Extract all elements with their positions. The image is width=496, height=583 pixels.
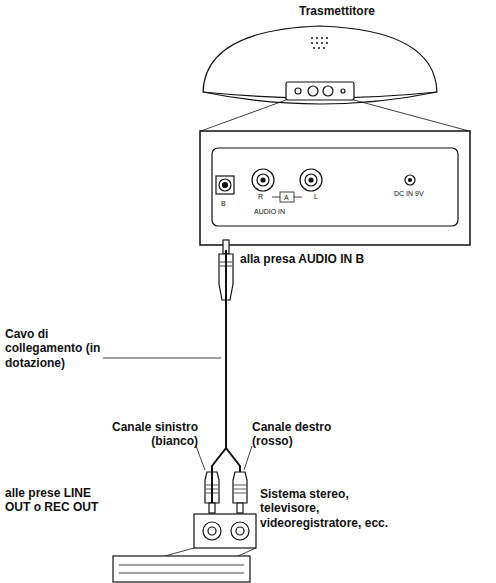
device-caption: Sistema stereo, televisore, videoregistr… <box>260 487 410 530</box>
device: Sistema stereo, televisore, videoregistr… <box>113 503 256 582</box>
jack-panel <box>194 514 256 548</box>
panel <box>212 148 458 226</box>
line-out-jack <box>203 522 221 540</box>
channel-letter: R <box>258 193 263 200</box>
device-body <box>113 556 250 582</box>
input-letter: A <box>284 194 289 201</box>
connection-cable <box>212 250 226 503</box>
callout-text: Canale destro (rosso) <box>252 420 352 449</box>
minijack-socket <box>216 176 234 194</box>
transmitter: Trasmettitore <box>198 4 472 250</box>
socket-label: DC IN 9V <box>394 190 424 197</box>
callout-text: Cavo di collegamento (in dotazione) <box>5 327 101 370</box>
panel-frame <box>200 131 470 245</box>
socket-label: AUDIO IN <box>254 208 285 215</box>
device-name: Trasmettitore <box>282 4 392 18</box>
channel-letter: L <box>314 193 318 200</box>
line-out-jack <box>231 522 249 540</box>
leader-line <box>103 358 221 359</box>
callout-text: Canale sinistro (bianco) <box>96 420 198 449</box>
jack-letter: B <box>221 200 226 207</box>
speaker-grille <box>311 37 328 49</box>
small-panel <box>286 82 354 100</box>
dc-socket <box>405 175 415 185</box>
rca-socket <box>300 169 322 191</box>
callout-text: alle prese LINE OUT o REC OUT <box>5 486 117 515</box>
rca-socket <box>252 169 274 191</box>
cable-branch <box>226 448 240 472</box>
transmitter-body <box>203 26 437 104</box>
zoom-line <box>201 100 469 131</box>
callout-text: alla presa AUDIO IN B <box>240 252 410 266</box>
